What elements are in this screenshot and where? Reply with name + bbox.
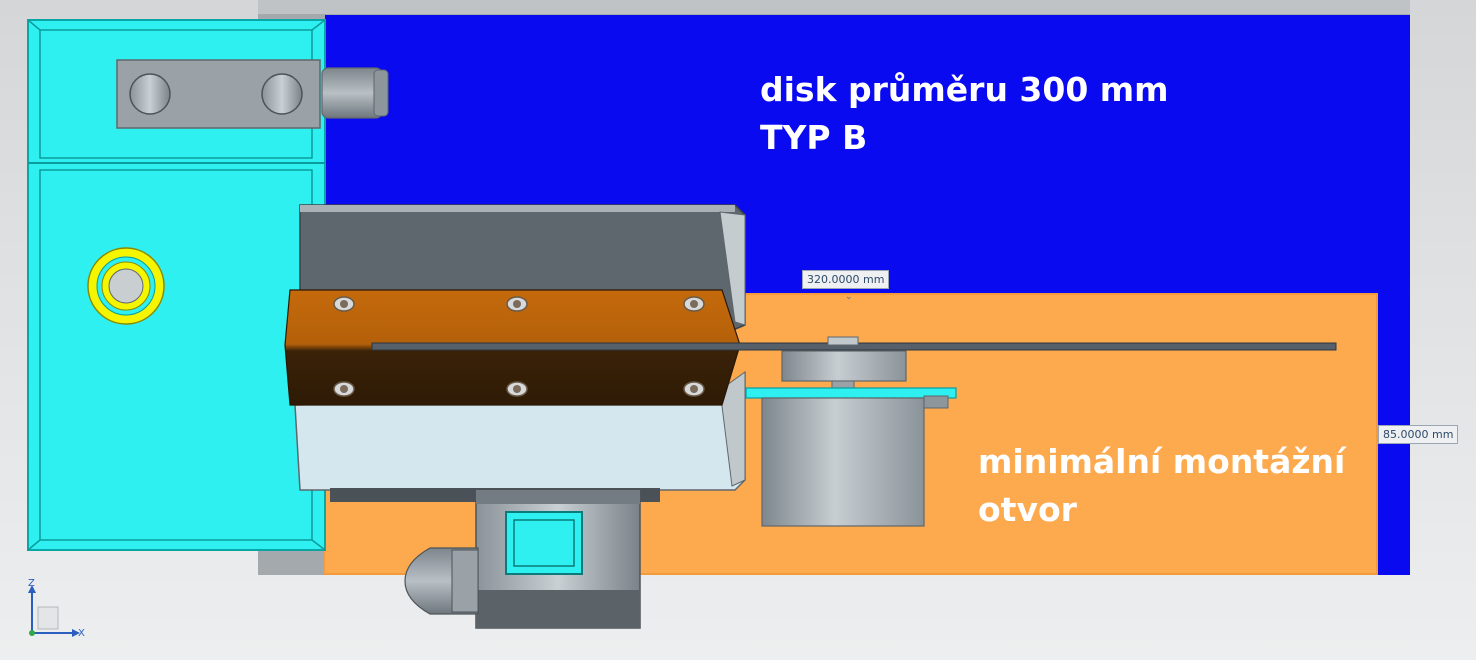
cable-gland[interactable]	[404, 547, 479, 615]
chevron-down-icon: ⌄	[845, 292, 853, 302]
mounting-bracket[interactable]	[116, 59, 321, 129]
machine-backplate-top	[258, 0, 1410, 14]
disk-caption: disk průměru 300 mm TYP B	[760, 66, 1169, 162]
coordinate-triad-icon	[28, 585, 80, 637]
motor-assembly[interactable]	[745, 336, 957, 527]
shaft-stub[interactable]	[321, 67, 389, 119]
opening-caption: minimální montážní otvor	[978, 438, 1345, 534]
height-dimension-label[interactable]: 85.0000 mm	[1378, 425, 1459, 444]
disk-caption-line1: disk průměru 300 mm	[760, 70, 1169, 109]
opening-caption-line2: otvor	[978, 490, 1077, 529]
yellow-ring[interactable]	[87, 247, 165, 325]
triad-z-label: Z	[28, 578, 35, 589]
gearbox[interactable]	[475, 489, 641, 629]
triad-x-label: X	[78, 628, 85, 639]
width-dimension-label[interactable]: 320.0000 mm	[802, 270, 890, 289]
opening-caption-line1: minimální montážní	[978, 442, 1346, 481]
disk-caption-line2: TYP B	[760, 118, 868, 157]
